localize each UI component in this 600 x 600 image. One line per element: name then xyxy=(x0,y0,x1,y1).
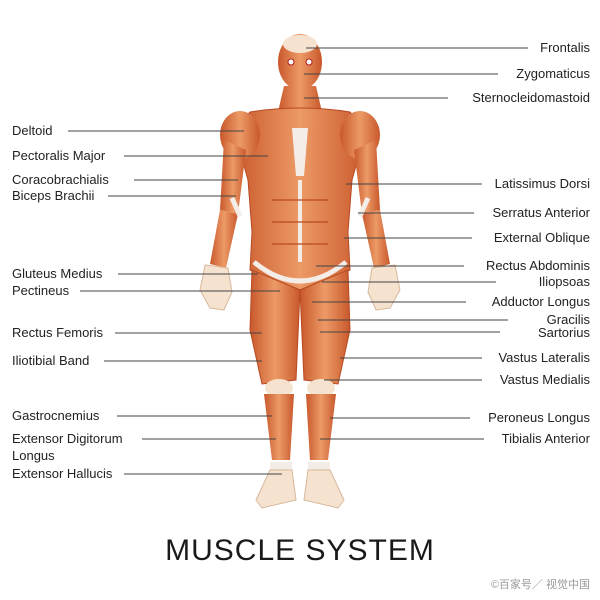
diagram-title: MUSCLE SYSTEM xyxy=(165,534,435,567)
leader-lines xyxy=(68,47,528,475)
label-vastus-lateralis: Vastus Lateralis xyxy=(498,350,590,365)
left-forearm xyxy=(210,210,238,268)
label-zygomaticus: Zygomaticus xyxy=(516,66,590,81)
right-thigh xyxy=(299,269,351,385)
head xyxy=(278,34,322,90)
label-serratus-anterior: Serratus Anterior xyxy=(492,205,590,220)
label-biceps-brachii: Biceps Brachii xyxy=(12,188,95,203)
label-vastus-medialis: Vastus Medialis xyxy=(499,372,590,387)
left-thigh xyxy=(249,269,301,385)
label-iliotibial-band: Iliotibial Band xyxy=(12,353,90,368)
label-deltoid: Deltoid xyxy=(12,123,53,138)
label-frontalis: Frontalis xyxy=(540,40,590,55)
label-pectineus: Pectineus xyxy=(12,283,70,298)
label-gluteus-medius: Gluteus Medius xyxy=(12,266,103,281)
label-gastrocnemius: Gastrocnemius xyxy=(12,408,100,423)
left-hand xyxy=(199,264,233,311)
label-sartorius: Sartorius xyxy=(537,325,590,340)
linea-alba xyxy=(298,180,302,262)
right-knee xyxy=(307,379,335,397)
label-coracobrachialis: Coracobrachialis xyxy=(12,172,109,187)
right-upper-arm xyxy=(354,140,380,214)
right-forearm xyxy=(362,210,390,268)
left-foot xyxy=(255,469,297,509)
sternum-tendon xyxy=(292,128,308,176)
right-shin xyxy=(306,394,336,460)
label-tibialis-anterior: Tibialis Anterior xyxy=(501,431,590,446)
label-extensor-hallucis: Extensor Hallucis xyxy=(12,466,113,481)
neck xyxy=(278,86,322,112)
right-foot xyxy=(303,469,345,509)
label-latissimus-dorsi: Latissimus Dorsi xyxy=(494,176,590,191)
label-adductor-longus: Adductor Longus xyxy=(491,294,590,309)
label-rectus-femoris: Rectus Femoris xyxy=(12,325,104,340)
label-pectoralis-major: Pectoralis Major xyxy=(12,148,106,163)
label-rectus-abdominis: Rectus Abdominis xyxy=(485,258,590,273)
right-hand xyxy=(367,264,401,311)
label-extensor-digitorum: Extensor Digitorum xyxy=(12,431,123,446)
label-peroneus-longus: Peroneus Longus xyxy=(488,410,590,425)
label-external-oblique: External Oblique xyxy=(493,230,590,245)
label-iliopsoas: Iliopsoas xyxy=(538,274,590,289)
label-extensor-digitorum-longus: Longus xyxy=(12,448,55,463)
watermark: ©百家号／ 视觉中国 xyxy=(490,579,590,591)
label-sternocleidomastoid: Sternocleidomastoid xyxy=(472,90,590,105)
left-shin xyxy=(264,394,294,460)
abdominal-lines xyxy=(272,199,328,245)
left-wrist-band xyxy=(229,196,243,218)
left-knee xyxy=(265,379,293,397)
pelvis-band xyxy=(252,260,348,284)
label-gracilis: Gracilis xyxy=(546,312,590,327)
